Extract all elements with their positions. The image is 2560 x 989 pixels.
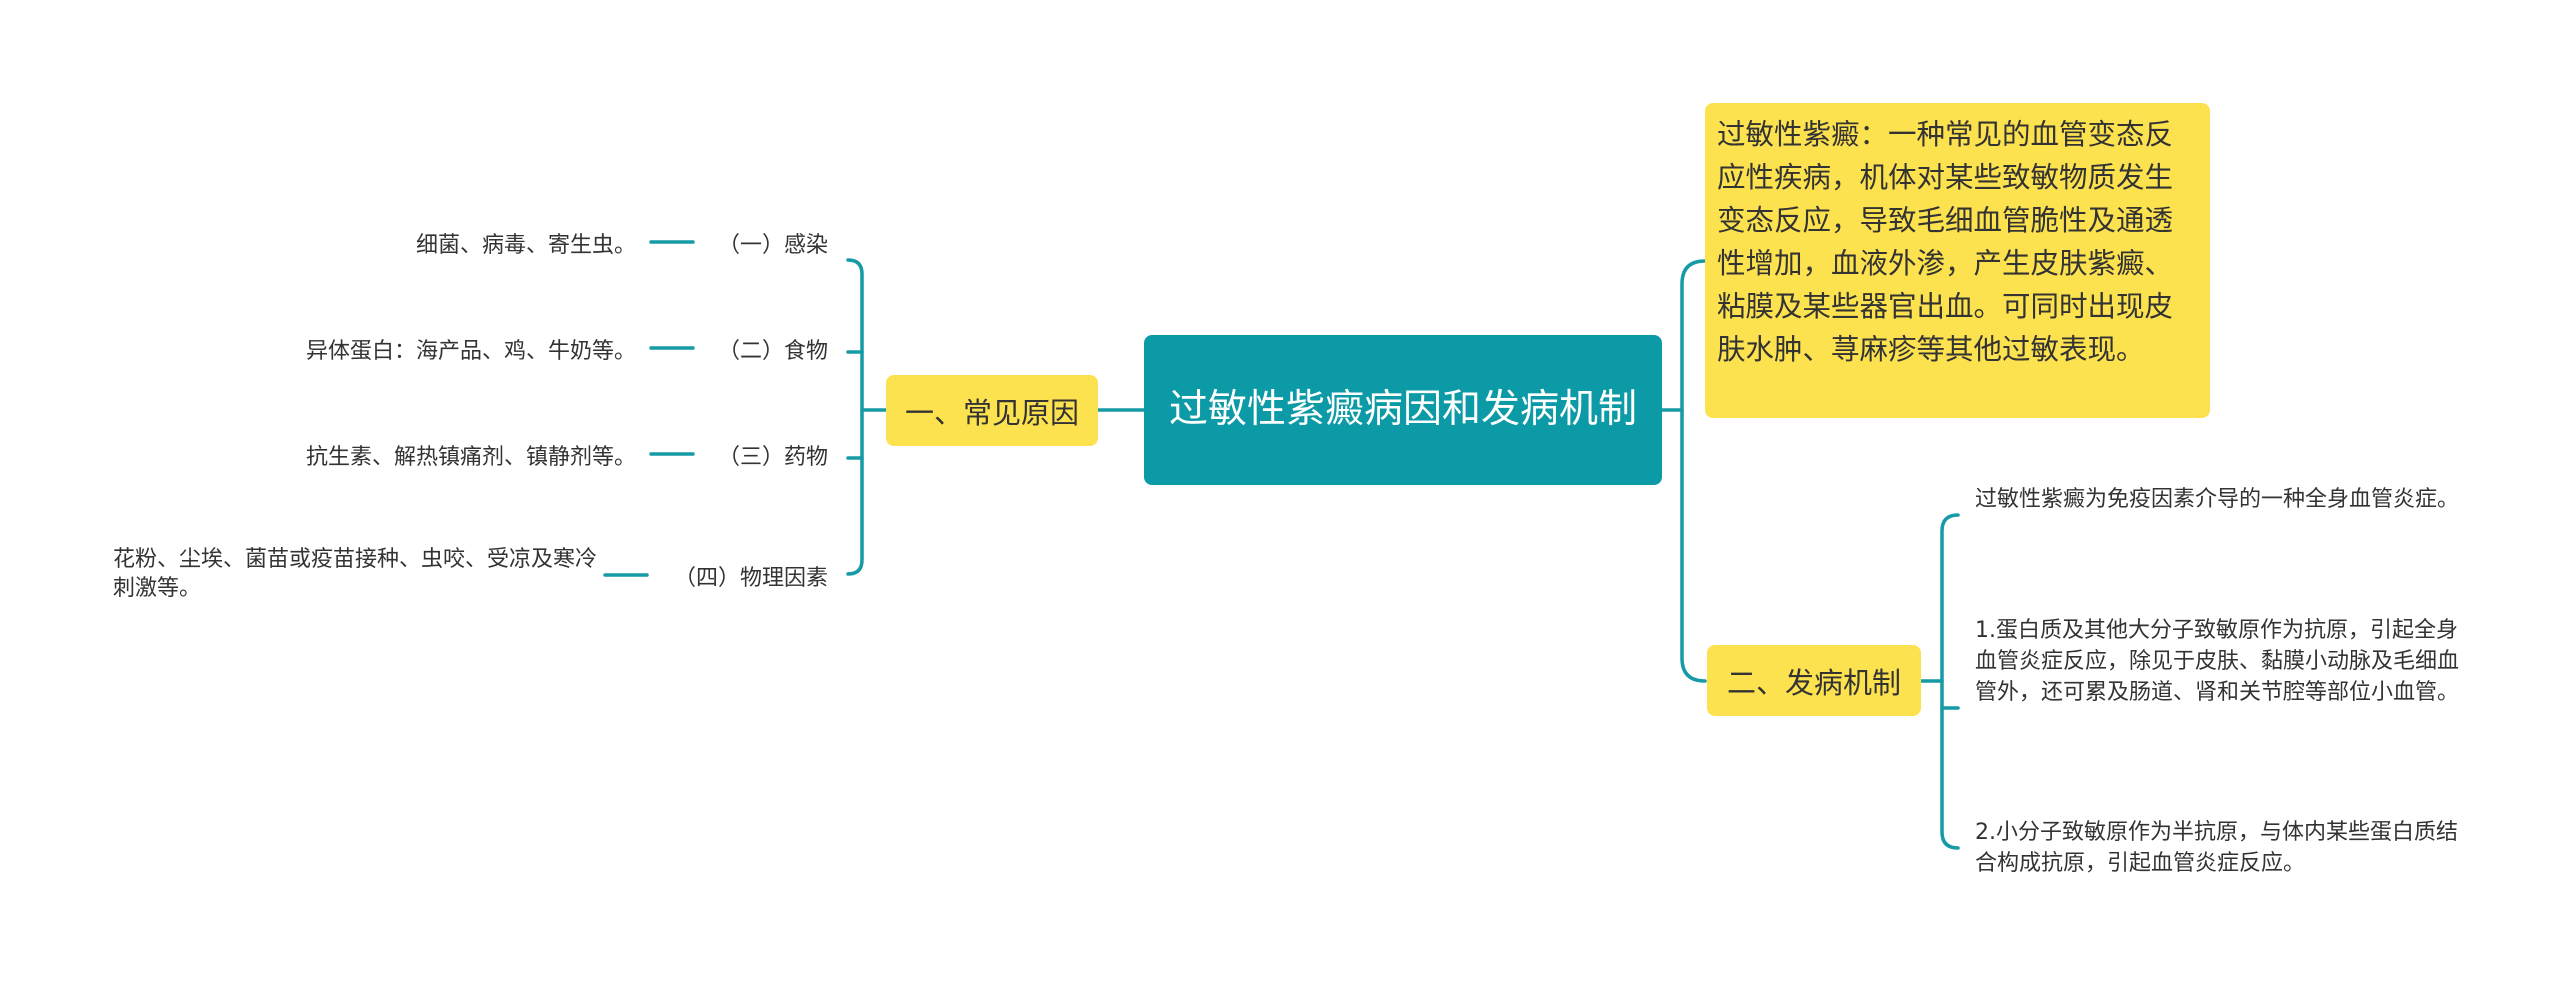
leaf-immune-vasculitis[interactable]: 过敏性紫癜为免疫因素介导的一种全身血管炎症。: [1975, 484, 2465, 515]
subtopic-label: （二）食物: [717, 339, 828, 364]
description-text: 过敏性紫癜：一种常见的血管变态反应性疾病，机体对某些致敏物质发生变态反应，导致毛…: [1717, 118, 2174, 366]
subtopic-label: （三）药物: [717, 445, 828, 470]
subtopic-food[interactable]: （二）食物: [628, 333, 828, 365]
branch-pathogenesis[interactable]: 二、发病机制: [1707, 645, 1921, 716]
leaf-macromolecule-antigen[interactable]: 1.蛋白质及其他大分子致敏原作为抗原，引起全身血管炎症反应，除见于皮肤、黏膜小动…: [1975, 615, 2465, 708]
leaf-text: 花粉、尘埃、菌苗或疫苗接种、虫咬、受凉及寒冷刺激等。: [113, 547, 598, 601]
leaf-drugs-detail[interactable]: 抗生素、解热镇痛剂、镇静剂等。: [306, 439, 636, 471]
description-node[interactable]: 过敏性紫癜：一种常见的血管变态反应性疾病，机体对某些致敏物质发生变态反应，导致毛…: [1705, 103, 2210, 418]
leaf-text: 过敏性紫癜为免疫因素介导的一种全身血管炎症。: [1975, 487, 2460, 512]
root-topic[interactable]: 过敏性紫癜病因和发病机制: [1144, 335, 1662, 485]
subtopic-drugs[interactable]: （三）药物: [628, 439, 828, 471]
subtopic-physical[interactable]: （四）物理因素: [628, 560, 828, 592]
subtopic-label: （一）感染: [717, 233, 828, 258]
branch-common-causes[interactable]: 一、常见原因: [886, 375, 1098, 446]
connector-b1-spine: [846, 258, 864, 576]
branch-label: 二、发病机制: [1726, 665, 1901, 700]
leaf-text: 异体蛋白：海产品、鸡、牛奶等。: [305, 339, 636, 364]
connector-right-spine: [1680, 259, 1707, 683]
subtopic-infection[interactable]: （一）感染: [628, 227, 828, 259]
leaf-hapten[interactable]: 2.小分子致敏原作为半抗原，与体内某些蛋白质结合构成抗原，引起血管炎症反应。: [1975, 817, 2465, 879]
leaf-physical-detail[interactable]: 花粉、尘埃、菌苗或疫苗接种、虫咬、受凉及寒冷刺激等。: [113, 545, 603, 603]
leaf-text: 2.小分子致敏原作为半抗原，与体内某些蛋白质结合构成抗原，引起血管炎症反应。: [1975, 820, 2458, 876]
branch-label: 一、常见原因: [904, 395, 1079, 430]
subtopic-label: （四）物理因素: [673, 566, 828, 591]
leaf-food-detail[interactable]: 异体蛋白：海产品、鸡、牛奶等。: [306, 333, 636, 365]
leaf-infection-detail[interactable]: 细菌、病毒、寄生虫。: [416, 227, 636, 259]
connector-b2-spine: [1940, 513, 1960, 850]
leaf-text: 细菌、病毒、寄生虫。: [415, 233, 636, 258]
root-title: 过敏性紫癜病因和发病机制: [1168, 387, 1637, 432]
leaf-text: 抗生素、解热镇痛剂、镇静剂等。: [305, 445, 636, 470]
leaf-text: 1.蛋白质及其他大分子致敏原作为抗原，引起全身血管炎症反应，除见于皮肤、黏膜小动…: [1975, 618, 2460, 705]
